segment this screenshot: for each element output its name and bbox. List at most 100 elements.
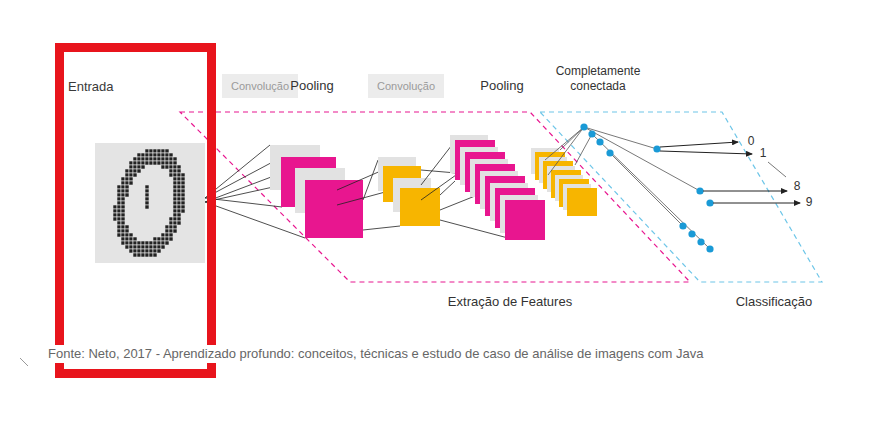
art-rect [113,205,117,209]
art-rect [145,241,149,245]
art-rect [181,177,185,181]
art-rect [153,149,157,153]
art-rect [117,217,121,221]
art-rect [165,237,169,241]
art-rect [117,201,121,205]
art-rect [177,197,181,201]
art-rect [121,221,125,225]
art-rect [153,237,157,241]
art-rect [173,185,177,189]
art-line [584,127,700,191]
art-rect [141,249,145,253]
art-rect [177,221,181,225]
art-line [768,162,786,177]
art-rect [125,189,129,193]
class-label: 0 [748,133,755,149]
art-rect [121,185,125,189]
class-label: 9 [806,194,813,210]
art-rect [145,157,149,161]
art-rect [177,181,181,185]
art-rect [161,245,165,249]
art-rect [125,225,129,229]
layer-tag: Convolução [222,74,298,98]
art-rect [141,161,145,165]
art-rect [133,237,137,241]
art-rect [133,157,137,161]
art-rect [173,201,177,205]
art-rect [125,169,129,173]
art-rect [113,209,117,213]
art-circle [688,230,695,237]
art-rect [129,237,133,241]
input-digit [113,149,185,257]
art-rect [169,173,173,177]
tick-mark [20,358,28,366]
art-rect [125,241,129,245]
art-rect [141,253,145,257]
art-rect [161,241,165,245]
art-circle [706,199,713,206]
art-rect [181,173,185,177]
art-rect [149,161,153,165]
art-line [660,151,752,154]
art-rect [129,169,133,173]
art-rect [173,157,177,161]
art-circle [596,138,603,145]
art-rect [125,193,129,197]
class-label: 1 [760,145,767,161]
art-rect [129,249,133,253]
art-rect [141,153,145,157]
art-rect [149,249,153,253]
art-rect [161,237,165,241]
art-rect [113,217,117,221]
art-rect [173,193,177,197]
art-line [713,203,800,204]
art-rect [181,201,185,205]
art-rect [129,173,133,177]
art-rect [121,229,125,233]
art-rect [137,165,141,169]
art-rect [121,233,125,237]
art-circle [696,187,703,194]
art-circle [697,238,704,245]
art-rect [125,177,129,181]
input-image [95,143,205,263]
art-rect [129,245,133,249]
art-rect [141,165,145,169]
art-circle [588,130,595,137]
art-rect [165,149,169,153]
art-rect [165,225,169,229]
art-rect [173,181,177,185]
art-rect [169,217,173,221]
art-rect [133,169,137,173]
region-label: Classificação [736,294,813,310]
art-line [363,226,400,230]
art-rect [169,225,173,229]
art-rect [165,229,169,233]
art-rect [181,197,185,201]
art-rect [177,173,181,177]
layer-label: Completamente conectada [546,64,650,94]
art-rect [169,233,173,237]
layer-label: Pooling [480,78,523,94]
art-rect [173,229,177,233]
art-rect [181,185,185,189]
art-rect [505,200,545,240]
art-rect [165,157,169,161]
art-line [703,191,787,192]
art-rect [137,157,141,161]
art-rect [177,177,181,181]
art-rect [149,157,153,161]
art-rect [149,149,153,153]
art-line [545,127,584,160]
art-rect [133,253,137,257]
art-rect [129,241,133,245]
art-rect [165,153,169,157]
art-rect [157,249,161,253]
layer-label: Pooling [290,78,333,94]
art-rect [137,241,141,245]
art-rect [121,201,125,205]
art-rect [177,193,181,197]
art-rect [173,221,177,225]
